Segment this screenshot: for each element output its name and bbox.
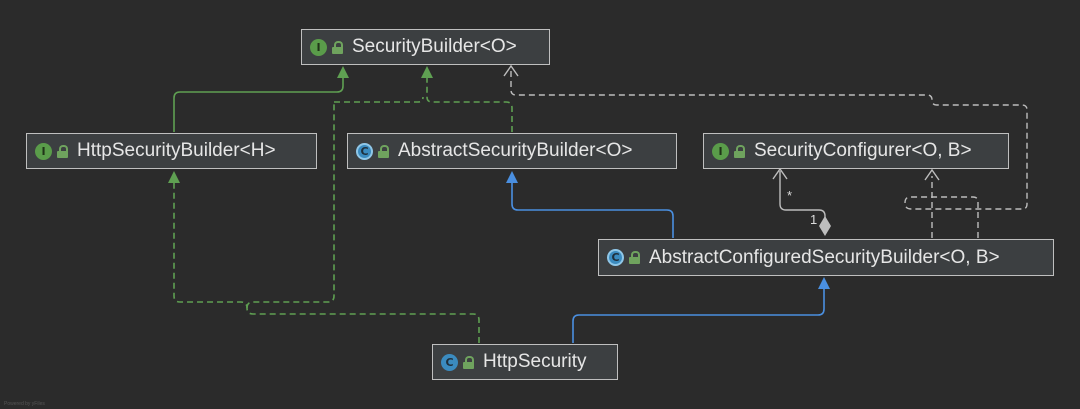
node-abstract-security-builder[interactable]: C AbstractSecurityBuilder<O>	[347, 133, 677, 169]
interface-icon: I	[310, 38, 327, 56]
public-lock-icon	[629, 251, 640, 264]
public-lock-icon	[378, 144, 389, 158]
edge-configuredbuilder-aggregates-securityconfigurer	[779, 171, 826, 218]
node-http-security[interactable]: C HttpSecurity	[432, 344, 618, 380]
node-http-security-builder[interactable]: I HttpSecurityBuilder<H>	[26, 133, 317, 169]
arrowhead-green	[337, 66, 349, 78]
multiplicity-many: *	[787, 188, 793, 203]
public-lock-icon	[734, 144, 745, 158]
abstract-class-icon: C	[607, 249, 624, 266]
abstract-class-icon: C	[356, 142, 373, 160]
footer-credit: Powered by yFiles	[4, 401, 45, 407]
arrowhead-green	[168, 171, 180, 183]
arrowhead-grey-open	[503, 64, 519, 77]
interface-icon: I	[712, 142, 729, 160]
edge-httpsecurity-extends-configuredbuilder	[572, 289, 825, 343]
public-lock-icon	[57, 144, 68, 158]
node-label: HttpSecurityBuilder<H>	[77, 140, 276, 161]
edge-configuredbuilder-extends-abstractsecuritybuilder	[511, 183, 674, 238]
node-label: SecurityConfigurer<O, B>	[754, 140, 972, 161]
edge-configuredbuilder-implements-securitybuilder	[510, 70, 1028, 238]
arrowhead-grey-open	[924, 168, 940, 181]
node-security-configurer[interactable]: I SecurityConfigurer<O, B>	[703, 133, 1009, 169]
node-label: AbstractSecurityBuilder<O>	[398, 140, 633, 161]
arrowhead-blue	[506, 171, 518, 183]
interface-icon: I	[35, 142, 52, 160]
node-label: SecurityBuilder<O>	[352, 36, 517, 57]
edge-httpsecurity-implements-securitybuilder-lower	[246, 102, 335, 309]
edge-abstractsecuritybuilder-implements-securitybuilder	[426, 78, 513, 132]
node-abstract-configured-security-builder[interactable]: C AbstractConfiguredSecurityBuilder<O, B…	[598, 239, 1054, 276]
arrowhead-grey-open	[772, 167, 788, 180]
node-label: AbstractConfiguredSecurityBuilder<O, B>	[649, 246, 1000, 268]
node-security-builder[interactable]: I SecurityBuilder<O>	[301, 29, 550, 65]
arrowhead-blue	[818, 277, 830, 289]
public-lock-icon	[332, 40, 343, 54]
class-icon: C	[441, 353, 458, 371]
edge-httpsecuritybuilder-extends-securitybuilder	[173, 78, 344, 132]
multiplicity-one: 1	[810, 212, 818, 227]
node-label: HttpSecurity	[483, 351, 587, 372]
public-lock-icon	[463, 355, 474, 369]
aggregation-diamond	[819, 216, 831, 236]
edge-httpsecurity-implements-httpsecuritybuilder	[173, 183, 480, 343]
arrowhead-green	[421, 66, 433, 78]
edge-httpsecurity-implements-securitybuilder	[334, 96, 424, 103]
